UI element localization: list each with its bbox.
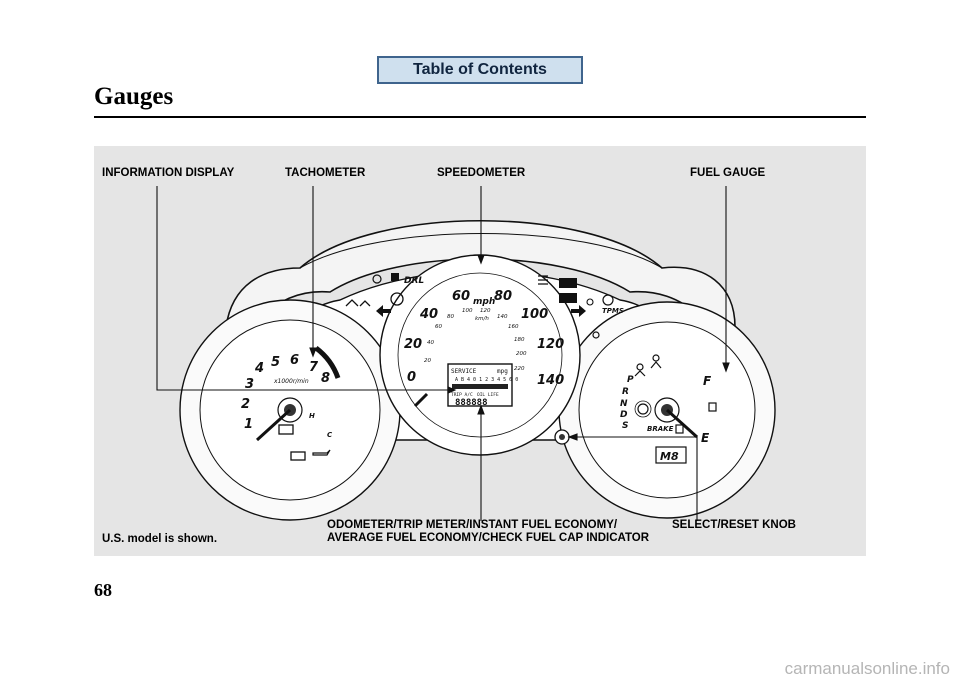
speed-mph-40: 40 — [419, 307, 438, 322]
gear-position-display — [655, 446, 687, 464]
cruise-control-indicator — [559, 293, 577, 303]
select-reset-knob[interactable] — [554, 429, 570, 445]
vsa-indicator-icon — [345, 299, 359, 307]
speedometer-dial — [379, 254, 581, 456]
speed-unit-mph: mph — [473, 297, 495, 307]
callout-tachometer: TACHOMETER — [285, 167, 366, 179]
gear-display-text: M8 — [660, 450, 679, 463]
tach-number-7: 7 — [309, 360, 319, 375]
tach-number-1: 1 — [244, 417, 253, 432]
cluster-hood-ridge — [299, 233, 663, 269]
lcd-odometer-digits: 888888 — [455, 398, 488, 408]
engine-icon — [278, 424, 294, 435]
speed-kmh-160: 160 — [508, 324, 519, 330]
temp-h-label: H — [309, 412, 315, 420]
tach-number-3: 3 — [245, 377, 254, 392]
table-of-contents-button[interactable]: Table of Contents — [377, 56, 583, 84]
speed-kmh-20: 20 — [424, 358, 431, 364]
tachometer-dial — [179, 299, 401, 521]
watermark: carmanualsonline.info — [784, 659, 950, 678]
speed-mph-120: 120 — [537, 337, 564, 352]
model-note: U.S. model is shown. — [102, 533, 218, 545]
callout-fuel-gauge: FUEL GAUGE — [690, 167, 766, 179]
tach-number-4: 4 — [254, 361, 264, 376]
callout-speedometer: SPEEDOMETER — [437, 167, 526, 179]
vsa-off-indicator-icon — [359, 300, 371, 307]
wrench-maintenance-icon — [413, 392, 429, 408]
information-display — [447, 363, 513, 407]
callout-odometer-line-1: ODOMETER/TRIP METER/INSTANT FUEL ECONOMY… — [327, 519, 618, 531]
speed-kmh-80: 80 — [447, 314, 454, 320]
callout-information-display: INFORMATION DISPLAY — [102, 167, 235, 179]
left-turn-signal-icon — [376, 305, 391, 317]
speed-kmh-60: 60 — [435, 324, 442, 330]
tpms-indicator-label: TPMS — [602, 307, 624, 315]
gear-letter-d: D — [620, 410, 628, 420]
tach-number-5: 5 — [271, 355, 280, 370]
low-beam-indicator-icon — [538, 275, 548, 285]
tach-unit-label: x1000r/min — [273, 378, 309, 385]
immobilizer-icon — [592, 331, 600, 339]
battery-icon — [290, 451, 306, 461]
seatbelt-icon — [650, 354, 662, 369]
lcd-service-text: SERVICE — [451, 368, 477, 375]
lcd-mpg-text: mpg — [497, 368, 508, 375]
brake-system-warning-icon — [390, 292, 404, 306]
lcd-oil-life-text: OIL LIFE — [477, 392, 499, 398]
drl-indicator-label: DRL — [404, 276, 424, 286]
fuel-pump-icon — [708, 402, 717, 412]
oil-pressure-icon — [312, 449, 331, 456]
tach-number-2: 2 — [241, 397, 250, 412]
page-title: Gauges — [94, 83, 174, 110]
headlight-indicator-icon — [391, 273, 399, 281]
cruise-main-indicator — [559, 278, 577, 288]
airbag-icon — [634, 363, 646, 377]
fog-light-icon — [372, 274, 382, 284]
speed-mph-0: 0 — [407, 370, 416, 385]
speed-kmh-140: 140 — [497, 314, 508, 320]
callout-odometer-line-2: AVERAGE FUEL ECONOMY/CHECK FUEL CAP INDI… — [327, 532, 650, 544]
speed-mph-140: 140 — [537, 373, 564, 388]
speed-unit-kmh: km/h — [475, 316, 489, 322]
right-turn-signal-icon — [571, 305, 586, 317]
page-number: 68 — [94, 580, 112, 600]
title-rule — [94, 116, 866, 118]
speed-kmh-100: 100 — [462, 308, 473, 314]
fuel-empty-label: E — [701, 431, 710, 445]
speed-kmh-200: 200 — [516, 351, 527, 357]
callout-select-reset-knob: SELECT/RESET KNOB — [672, 519, 796, 531]
fuel-gauge-dial — [558, 301, 776, 519]
leader-lines — [156, 186, 730, 521]
lcd-trip-text: TRIP A/C — [451, 392, 473, 398]
tpms-low-pressure-icon — [602, 294, 614, 306]
gear-letter-s: S — [622, 421, 628, 431]
side-airbag-off-indicator-icon — [586, 298, 594, 306]
gear-letter-r: R — [622, 387, 629, 397]
speed-mph-80: 80 — [494, 289, 512, 304]
speed-mph-100: 100 — [521, 307, 548, 322]
speed-kmh-40: 40 — [427, 340, 434, 346]
fuel-full-label: F — [703, 374, 712, 388]
brake-warning-icon — [634, 400, 652, 418]
lcd-code-text: A B 4 0 1 2 3 4 5 6 0 — [455, 377, 518, 383]
gear-letter-n: N — [620, 399, 628, 409]
speed-mph-60: 60 — [452, 289, 470, 304]
brake-label: BRAKE — [647, 425, 674, 433]
tach-number-8: 8 — [321, 371, 330, 386]
speed-kmh-120: 120 — [480, 308, 491, 314]
tach-number-6: 6 — [290, 353, 299, 368]
gear-letter-p: P — [627, 375, 634, 385]
speed-kmh-220: 220 — [514, 366, 525, 372]
temp-c-label: C — [327, 431, 333, 439]
fuel-reserve-icon — [675, 424, 684, 434]
speed-mph-20: 20 — [404, 337, 422, 352]
speed-kmh-180: 180 — [514, 337, 525, 343]
